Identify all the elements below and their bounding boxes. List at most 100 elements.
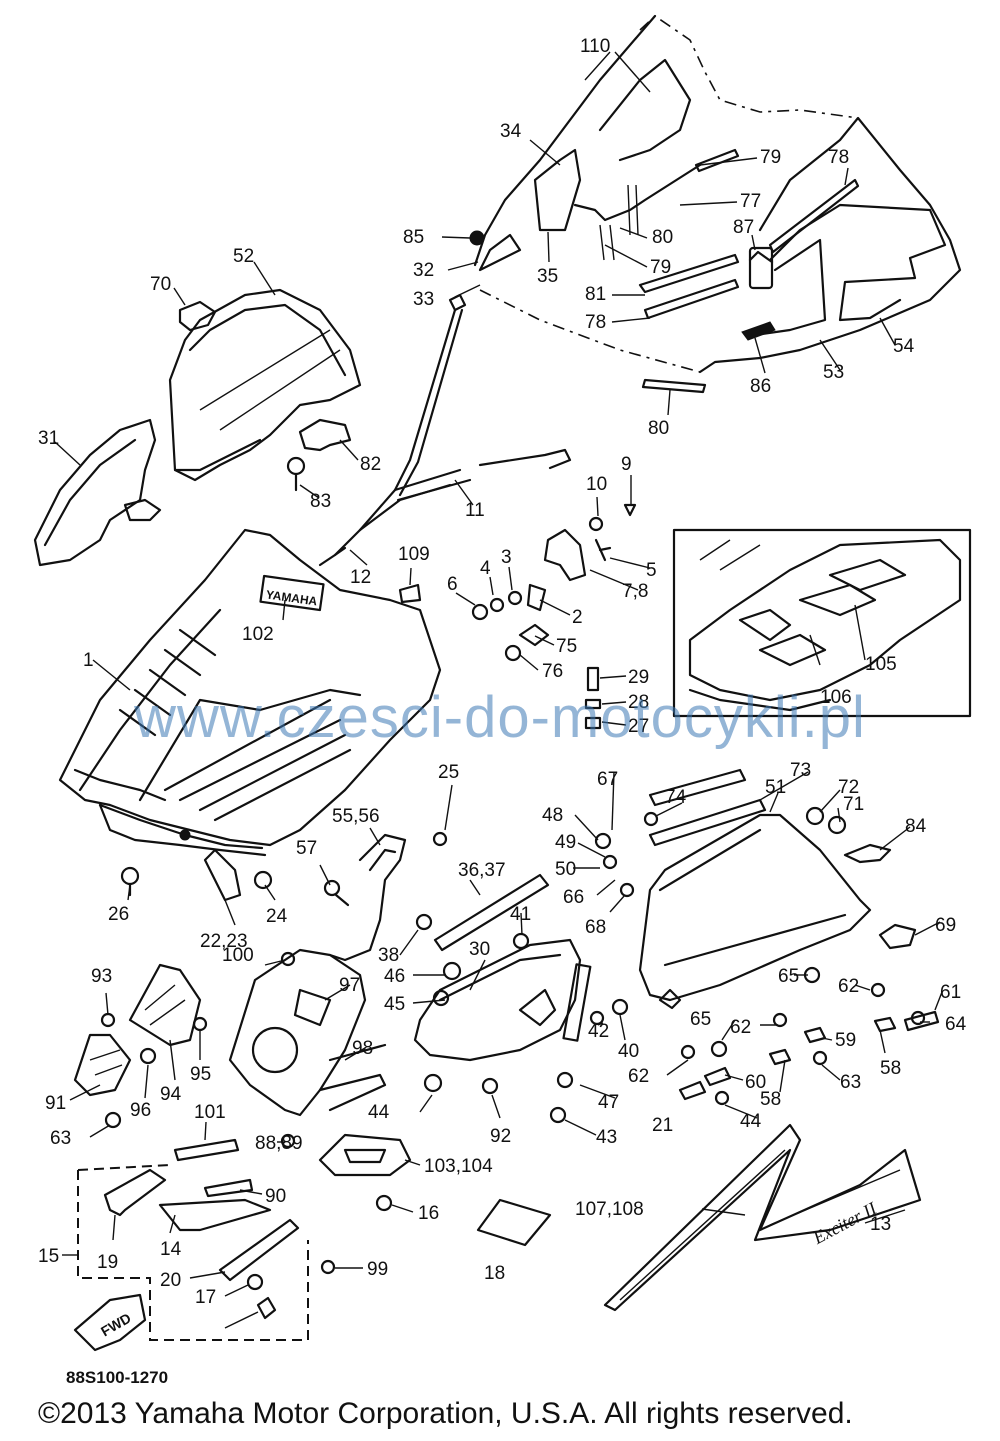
part-label: 81 [585, 284, 606, 305]
part-label: 100 [222, 945, 254, 966]
watermark-text: www.czesci-do-motocykli.pl [134, 685, 866, 750]
part-label: 21 [652, 1115, 673, 1136]
part-label: 98 [352, 1038, 373, 1059]
part-label: 75 [556, 636, 577, 657]
hardware-cluster [398, 503, 637, 730]
part-label: 74 [665, 787, 687, 808]
part-label: 94 [160, 1084, 182, 1105]
part-label: 64 [945, 1014, 967, 1035]
part-label: 27 [628, 716, 649, 737]
part-label: 84 [905, 816, 927, 837]
trim-36-37 [433, 873, 550, 952]
part-label: 73 [790, 760, 811, 781]
knob-69 [878, 923, 917, 950]
part-label: 58 [880, 1058, 901, 1079]
part-label: 38 [378, 945, 399, 966]
console-97 [228, 948, 387, 1117]
part-label: 10 [586, 474, 607, 495]
part-label: 96 [130, 1100, 151, 1121]
part-label: 17 [195, 1287, 216, 1308]
part-label: 53 [823, 362, 844, 383]
part-label: 14 [160, 1239, 182, 1260]
part-label: 41 [510, 904, 531, 925]
plate-21 [173, 1138, 240, 1162]
part-label: 54 [893, 336, 915, 357]
part-label: 50 [555, 859, 576, 880]
console-30 [413, 938, 592, 1062]
part-label: 80 [652, 227, 673, 248]
part-label: 91 [45, 1093, 66, 1114]
part-label: 70 [150, 274, 171, 295]
part-label: 61 [940, 982, 961, 1003]
part-label: 3 [501, 547, 512, 568]
part-label: 26 [108, 904, 129, 925]
part-label: 30 [469, 939, 490, 960]
part-label: 5 [646, 560, 657, 581]
part-label: 47 [598, 1092, 619, 1113]
bracket-22-23 [203, 848, 242, 902]
part-label: 79 [760, 147, 781, 168]
part-label: 40 [618, 1041, 639, 1062]
part-label: 29 [628, 667, 649, 688]
part-label: 32 [413, 260, 434, 281]
part-label: 85 [403, 227, 424, 248]
fwd-arrow [73, 1293, 147, 1352]
leader-lines [54, 51, 943, 1329]
fasteners [100, 806, 940, 1275]
part-label: 78 [585, 312, 606, 333]
part-label: 78 [828, 147, 849, 168]
part-label: 35 [537, 266, 558, 287]
part-label: 92 [490, 1126, 511, 1147]
part-label: 22,23 [200, 931, 248, 952]
part-label: 69 [935, 915, 956, 936]
part-label: 63 [840, 1072, 861, 1093]
part-label: 25 [438, 762, 459, 783]
part-label: 7,8 [622, 581, 648, 602]
clip-82 [298, 418, 352, 452]
screw-83 [286, 456, 306, 492]
part-label: 77 [740, 191, 761, 212]
part-label: 1 [83, 650, 94, 671]
part-label: 97 [339, 975, 360, 996]
grille-91 [73, 1033, 132, 1097]
part-label: 80 [648, 418, 669, 439]
part-label: 71 [843, 794, 864, 815]
part-label: 88,89 [255, 1133, 303, 1154]
part-label: 59 [835, 1030, 856, 1051]
part-label: 16 [418, 1203, 439, 1224]
part-label: 102 [242, 624, 274, 645]
part-label: 18 [484, 1263, 505, 1284]
part-label: 87 [733, 217, 754, 238]
part-label: 106 [820, 687, 852, 708]
part-label: 67 [597, 769, 618, 790]
part-label: 99 [367, 1259, 388, 1280]
part-label: 43 [596, 1127, 617, 1148]
part-label: 65 [690, 1009, 711, 1030]
part-label: 48 [542, 805, 563, 826]
decal-103-104 [603, 1123, 922, 1312]
part-label: 44 [368, 1102, 390, 1123]
part-label: 105 [865, 654, 897, 675]
part-label: 34 [500, 121, 522, 142]
part-label: 15 [38, 1246, 59, 1267]
part-label: 62 [628, 1066, 649, 1087]
part-label: 63 [50, 1128, 71, 1149]
windshield-assembly [469, 14, 962, 394]
knob-84 [843, 843, 892, 864]
part-label: 72 [838, 777, 859, 798]
part-label: 90 [265, 1186, 286, 1207]
part-label: 31 [38, 428, 59, 449]
part-label: 49 [555, 832, 576, 853]
part-label: 79 [650, 257, 671, 278]
hood-1 [58, 528, 442, 857]
part-label: 55,56 [332, 806, 380, 827]
part-label: 65 [778, 966, 799, 987]
part-label: 9 [621, 454, 632, 475]
part-label: 46 [384, 966, 405, 987]
document-number: 88S100-1270 [66, 1368, 169, 1387]
side-cover-52 [168, 288, 362, 482]
part-label: 101 [194, 1102, 226, 1123]
part-label: 2 [572, 607, 583, 628]
part-label: 24 [266, 906, 288, 927]
